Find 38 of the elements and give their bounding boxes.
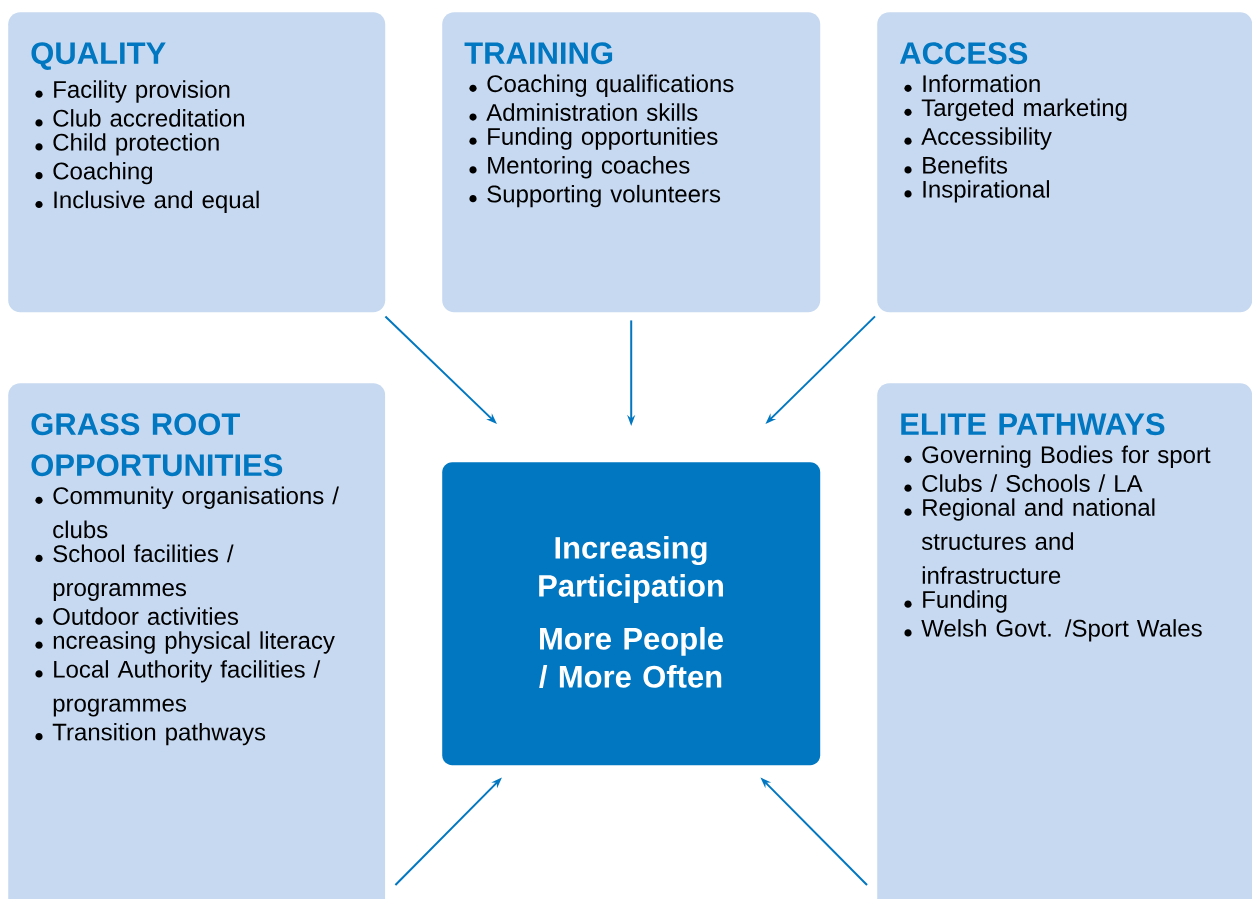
heading: ACCESS	[900, 42, 1028, 65]
bullet-item: Child protection	[35, 133, 219, 156]
bullet-item: Information	[904, 74, 1040, 93]
info-box	[8, 12, 386, 313]
bullet-item: Funding	[904, 590, 1007, 613]
bullet-item: Coaching qualifications	[469, 74, 734, 97]
bullet-item: Outdoor activities	[35, 607, 239, 625]
bullet-item: Accessibility	[904, 127, 1052, 150]
bullet-item: ncreasing physical literacy	[35, 631, 335, 654]
bullet-item: Community organisations / clubs	[35, 486, 339, 539]
heading: TRAINING	[464, 42, 613, 65]
bullet-item: Targeted marketing	[904, 98, 1127, 121]
heading: ELITE PATHWAYS	[901, 413, 1165, 436]
center-text: Increasing Participation	[539, 536, 723, 603]
bullet-item: Benefits	[904, 156, 1008, 174]
bullet-item: Coaching	[35, 161, 153, 185]
bullet-item: Governing Bodies for sport	[904, 445, 1211, 468]
info-box	[8, 383, 386, 899]
bullet-item: Administration skills	[469, 103, 698, 121]
heading: GRASS ROOT OPPORTUNITIES	[31, 413, 283, 477]
bullet-item: Mentoring coaches	[469, 156, 690, 179]
bullet-item: Club accreditation	[35, 109, 245, 127]
bullet-item: Transition pathways	[35, 722, 266, 746]
center-text: More People / More Often	[539, 626, 723, 689]
info-box	[877, 12, 1252, 313]
info-box	[877, 383, 1252, 899]
bullet-item: Regional and national structures and infrastructure	[904, 498, 1155, 584]
bullet-item: Inspirational	[904, 180, 1049, 203]
bullet-item: Welsh Govt. /Sport Wales	[904, 619, 1202, 642]
bullet-item: Funding opportunities	[469, 127, 718, 150]
bullet-item: Clubs / Schools / LA	[904, 474, 1143, 492]
bullet-item: Supporting volunteers	[469, 184, 721, 208]
bullet-item: Local Authority facilities / programmes	[35, 660, 321, 717]
info-box	[442, 12, 821, 313]
central-box	[442, 462, 821, 766]
bullet-item: Facility provision	[35, 80, 230, 103]
bullet-item: Inclusive and equal	[35, 190, 259, 214]
heading: QUALITY	[31, 42, 166, 70]
